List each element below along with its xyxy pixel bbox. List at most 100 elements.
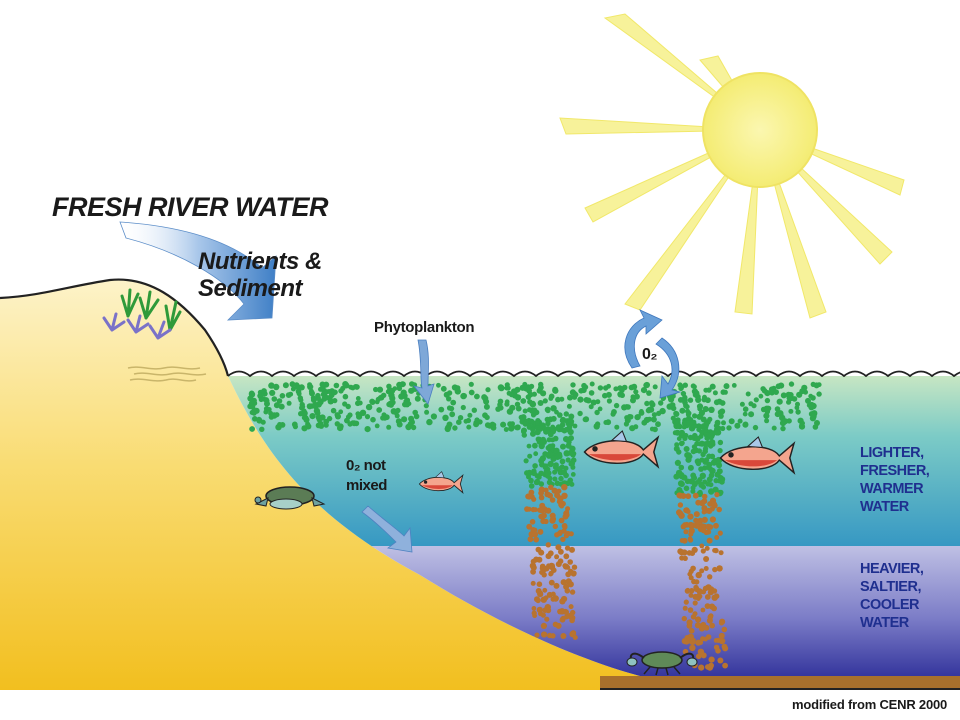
plankton-dot: [606, 398, 613, 404]
plankton-dot: [718, 489, 724, 495]
plankton-dot: [698, 664, 705, 671]
plankton-dot: [695, 639, 702, 646]
plankton-dot: [676, 487, 683, 493]
plankton-dot: [531, 407, 538, 414]
plankton-dot: [247, 395, 254, 402]
plankton-dot: [541, 572, 547, 578]
plankton-dot: [485, 387, 491, 393]
plankton-dot: [310, 397, 317, 403]
plankton-dot: [354, 384, 360, 390]
sand-bank: [0, 279, 640, 690]
plankton-dot: [692, 600, 698, 606]
plankton-dot: [786, 399, 792, 405]
plankton-dot: [567, 428, 574, 436]
plankton-dot: [547, 431, 554, 438]
plankton-dot: [558, 475, 564, 482]
plankton-dot: [357, 400, 363, 406]
plankton-dot: [672, 418, 679, 426]
plankton-dot: [550, 405, 557, 412]
plankton-dot: [594, 409, 600, 416]
plankton-dot: [251, 408, 257, 415]
plankton-dot: [559, 426, 565, 433]
plankton-dot: [748, 401, 754, 407]
plankton-dot: [512, 388, 519, 394]
plankton-dot: [695, 519, 701, 525]
plankton-dot: [694, 458, 701, 465]
plankton-dot: [396, 421, 403, 428]
plankton-dot: [728, 418, 735, 425]
plankton-dot: [721, 626, 728, 633]
plankton-dot: [557, 558, 564, 564]
plankton-dot: [720, 425, 726, 432]
plankton-dot: [463, 418, 469, 424]
plankton-dot: [355, 411, 361, 417]
plankton-dot: [690, 383, 696, 389]
plankton-dot: [679, 481, 685, 487]
plankton-dot: [545, 408, 551, 414]
plankton-dot: [687, 464, 694, 471]
plankton-dot: [538, 422, 545, 429]
plankton-dot: [633, 424, 639, 430]
plankton-dot: [548, 484, 554, 490]
plankton-dot: [703, 427, 709, 433]
plankton-dot: [787, 392, 794, 398]
plankton-dot: [538, 381, 544, 388]
plankton-dot: [386, 424, 392, 430]
plankton-dot: [491, 422, 497, 428]
plankton-dot: [532, 463, 538, 469]
plankton-dot: [678, 385, 684, 392]
label-nutrients: Nutrients &: [198, 248, 322, 275]
plankton-dot: [633, 393, 640, 400]
plankton-dot: [562, 524, 568, 530]
plankton-dot: [688, 592, 694, 598]
plankton-dot: [752, 424, 759, 431]
plankton-dot: [398, 393, 405, 400]
plankton-dot: [711, 588, 718, 594]
plankton-dot: [668, 402, 675, 409]
plankton-dot: [289, 381, 296, 388]
plankton-dot: [683, 403, 689, 409]
plankton-dot: [401, 416, 408, 423]
plankton-dot: [556, 488, 562, 494]
plankton-dot: [522, 408, 528, 414]
plankton-dot: [282, 382, 289, 389]
plankton-dot: [536, 556, 543, 563]
plankton-dot: [698, 440, 706, 447]
plankton-dot: [273, 383, 280, 391]
plankton-dot: [692, 413, 698, 419]
plankton-dot: [279, 422, 286, 428]
plankton-dot: [692, 391, 699, 398]
plankton-dot: [537, 528, 544, 535]
plankton-dot: [545, 420, 551, 427]
plankton-dot: [650, 416, 657, 423]
plankton-dot: [688, 531, 694, 537]
plankton-dot: [527, 536, 534, 543]
plankton-dot: [296, 391, 302, 397]
plankton-dot: [700, 607, 706, 613]
plankton-dot: [742, 421, 749, 428]
plankton-dot: [810, 413, 817, 420]
plankton-dot: [630, 397, 636, 404]
plankton-dot: [514, 424, 520, 431]
plankton-dot: [567, 417, 573, 423]
plankton-dot: [527, 453, 533, 459]
plankton-dot: [810, 381, 816, 387]
plankton-dot: [564, 512, 570, 518]
plankton-dot: [376, 386, 384, 393]
plankton-dot: [551, 487, 558, 494]
phytoplankton-arrow: [412, 339, 435, 405]
lower-layer-line: WATER: [860, 615, 909, 631]
plankton-dot: [474, 393, 480, 400]
plankton-dot: [529, 519, 536, 525]
plankton-dot: [572, 635, 578, 640]
plankton-dot: [567, 559, 573, 565]
plankton-dot: [699, 543, 705, 549]
plankton-dot: [709, 622, 715, 629]
plankton-dot: [342, 393, 349, 400]
plankton-dot: [248, 400, 254, 406]
plankton-dot: [714, 535, 720, 540]
plankton-dot: [713, 644, 720, 650]
plankton-dot: [810, 395, 816, 401]
plankton-dot: [695, 396, 702, 403]
plankton-dot: [628, 384, 635, 391]
